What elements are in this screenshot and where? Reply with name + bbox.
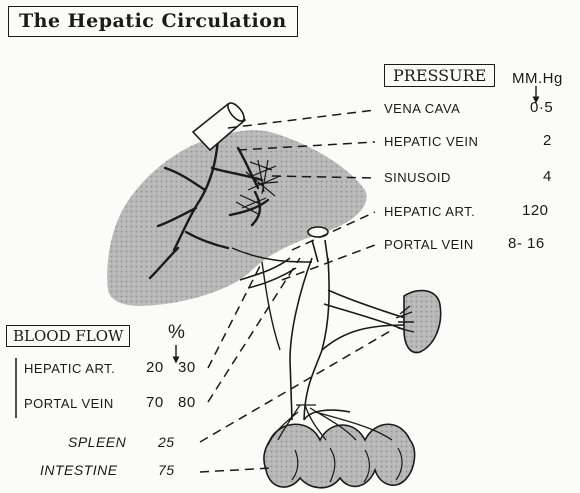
pressure-value-vena-cava: 0·5 — [530, 99, 553, 116]
source-label-spleen: SPLEEN — [68, 434, 126, 450]
flow-label-portal-vein: PORTAL VEIN — [24, 396, 114, 411]
flow-high-portal-vein: 80 — [178, 394, 196, 411]
flow-low-portal-vein: 70 — [146, 394, 164, 411]
blood-flow-heading: BLOOD FLOW — [6, 325, 130, 347]
pressure-label-sinusoid: SINUSOID — [384, 170, 451, 185]
pressure-value-sinusoid: 4 — [543, 168, 552, 185]
pressure-label-hepatic-vein: HEPATIC VEIN — [384, 134, 478, 149]
flow-low-hepatic-art: 20 — [146, 359, 164, 376]
flow-high-hepatic-art: 30 — [178, 359, 196, 376]
pressure-value-portal-vein: 8- 16 — [508, 235, 545, 252]
pressure-label-vena-cava: VENA CAVA — [384, 101, 460, 116]
pressure-value-hepatic-vein: 2 — [543, 132, 552, 149]
source-value-intestine: 75 — [158, 462, 175, 478]
pressure-value-hepatic-art: 120 — [522, 202, 549, 219]
portal-vein — [240, 240, 405, 420]
liver-shape — [107, 130, 366, 306]
diagram-title: The Hepatic Circulation — [8, 6, 298, 37]
source-label-intestine: INTESTINE — [40, 462, 118, 478]
pressure-label-hepatic-art: HEPATIC ART. — [384, 204, 475, 219]
pressure-heading: PRESSURE — [384, 64, 495, 87]
intestine-shape — [264, 424, 415, 488]
blood-flow-unit: % — [168, 322, 185, 344]
pressure-label-portal-vein: PORTAL VEIN — [384, 237, 474, 252]
pressure-unit: MM.Hg — [512, 70, 563, 87]
flow-label-hepatic-art: HEPATIC ART. — [24, 361, 115, 376]
source-value-spleen: 25 — [158, 434, 175, 450]
